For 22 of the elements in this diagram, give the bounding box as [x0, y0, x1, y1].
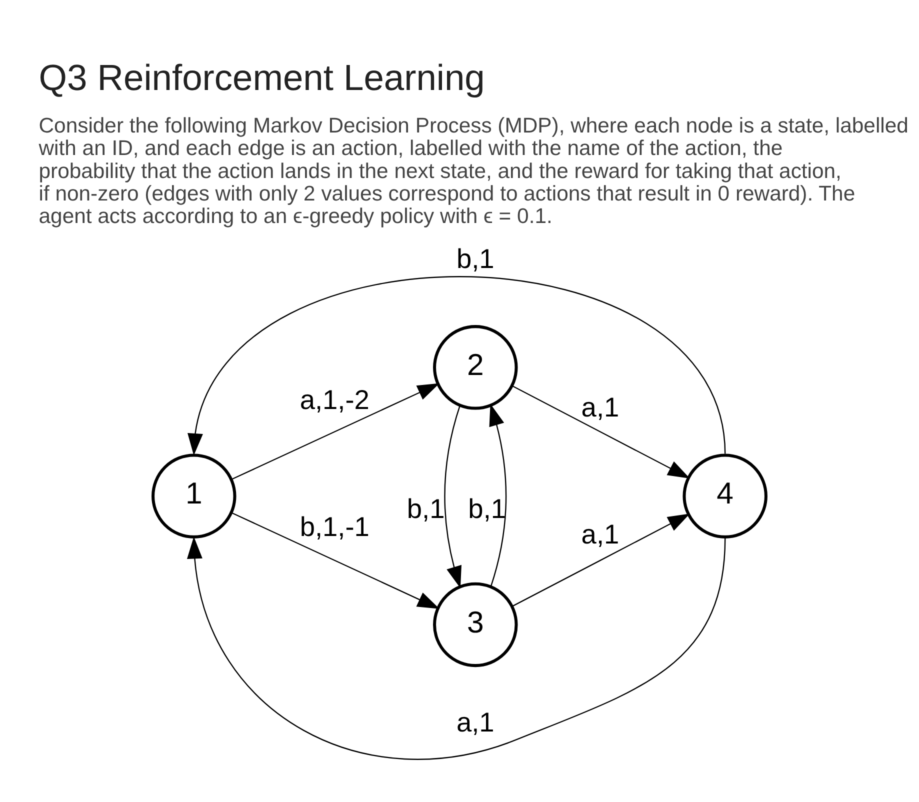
arrow: [186, 536, 726, 760]
edge-label: a,1: [581, 391, 620, 422]
node-circle: 3: [433, 582, 518, 668]
edge-label: a,1: [456, 706, 494, 738]
edge-label: a,1,-2: [300, 384, 370, 415]
edge-label: b,1: [406, 492, 445, 524]
arrow: [512, 385, 690, 479]
edge-label: b,1,-1: [300, 511, 370, 542]
arrow: [232, 383, 440, 480]
edge-label: b,1: [468, 492, 506, 524]
edge-label: a,1: [581, 518, 620, 550]
arrow: [188, 276, 726, 456]
arrow: [489, 404, 507, 587]
arrow: [444, 405, 462, 588]
node-circle: 1: [152, 454, 236, 538]
node-circle: 2: [433, 325, 518, 410]
arrow: [232, 512, 440, 609]
arrow: [512, 514, 690, 607]
diagram-title: Q3 Reinforcement Learning: [38, 57, 485, 98]
node-circle: 4: [682, 454, 768, 538]
edge-label: b,1: [456, 243, 494, 274]
caption: Consider the following Markov Decision Process (MDP), where each node is a state, labelled with an ID, and each edge is an action, labelled with the name of the action, the probability that the action lands in the next state, and the reward for taking that action, if non-zero (edges with only 2 values correspond to actions that result in 0 reward). The agent acts according to an ϵ-greedy policy with ϵ = 0.1.: [38, 114, 908, 228]
